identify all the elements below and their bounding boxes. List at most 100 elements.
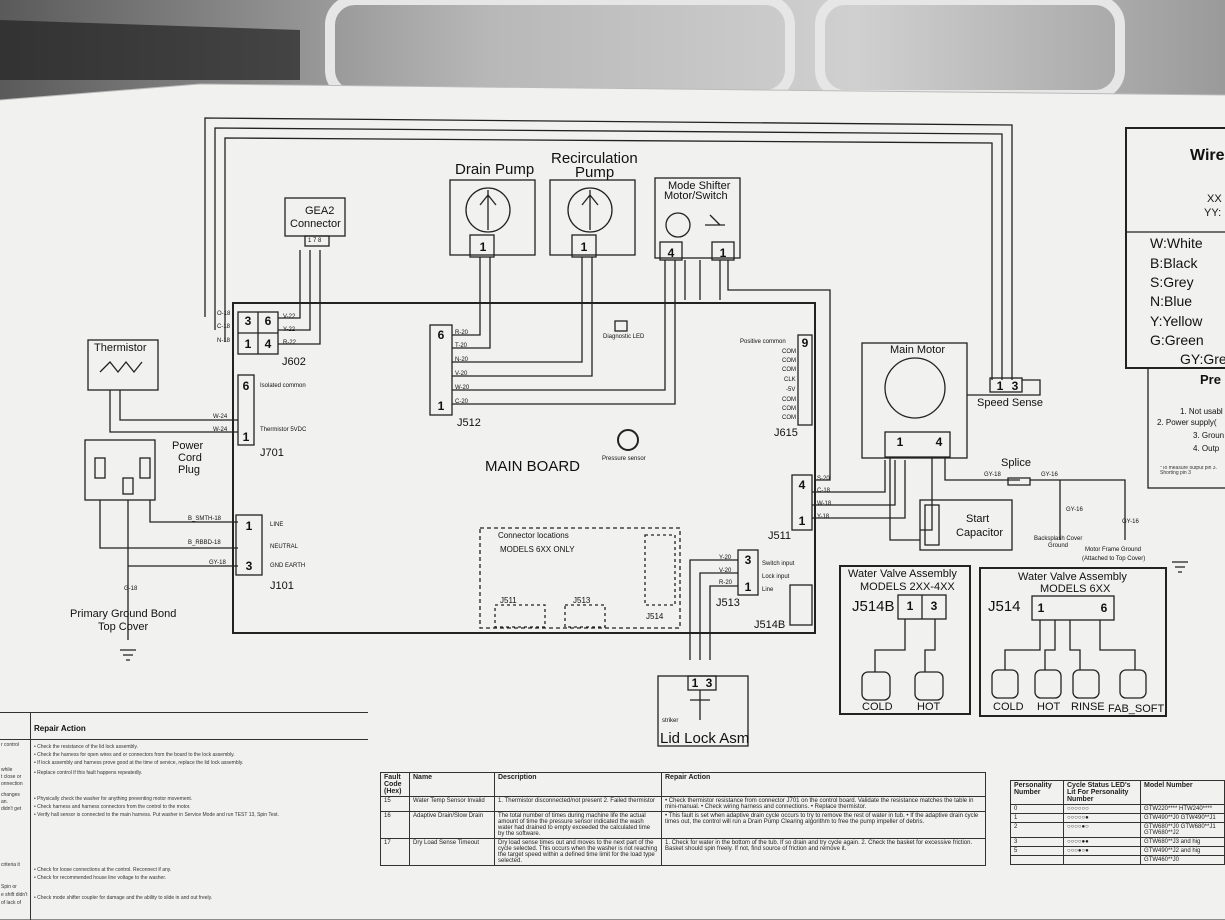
j101-label: J101 (270, 580, 294, 592)
left-side-4: onnection (1, 781, 23, 787)
paper-edge (0, 83, 1225, 101)
table-row: 16 Adaptive Drain/Slow Drain The total n… (380, 811, 986, 839)
pre-note-3: 3. Groun (1193, 431, 1225, 440)
j514b-pin-1: 1 (906, 599, 914, 613)
main-motor-label: Main Motor (890, 344, 946, 356)
j615-clk: CLK (784, 377, 796, 383)
wire-c18: C-18 (217, 324, 231, 330)
backsplash-label-1: Backsplash Cover (1034, 536, 1083, 542)
mode-shifter-label-1: Mode Shifter (668, 180, 731, 192)
power-cord-label-1: Power (172, 440, 204, 452)
lid-lock-pin-1: 1 (691, 676, 699, 690)
j701-isolated-common: Isolated common (260, 383, 306, 389)
j602-pin-4: 4 (264, 337, 272, 351)
fault-header-name: Name (409, 772, 495, 797)
j101-pin-3: 3 (245, 559, 253, 573)
fault-action: • Check thermistor resistance from conne… (661, 796, 986, 812)
wv6xx-cold: COLD (993, 701, 1024, 713)
fault-code: 15 (380, 796, 410, 812)
start-capacitor-box (919, 499, 1013, 551)
legend-xx: XX (1207, 193, 1222, 205)
pressure-sensor-symbol (617, 429, 639, 451)
personality-number: 3 (1010, 837, 1064, 847)
legend-blue: N:Blue (1150, 293, 1193, 309)
speed-sense-pin-3: 3 (1011, 379, 1019, 393)
pre-title: Pre (1200, 372, 1221, 387)
wv2xx-title-2: MODELS 2XX-4XX (860, 581, 955, 593)
wv6xx-rinse: RINSE (1071, 701, 1105, 713)
models-6xx-only-label: MODELS 6XX ONLY (500, 545, 575, 554)
j512-pin-1: 1 (437, 399, 445, 413)
fault-code: 17 (380, 838, 410, 866)
wire-gy18: GY-18 (209, 560, 226, 566)
metal-shadow (0, 20, 300, 80)
j512-connector (429, 324, 453, 416)
lid-lock-pin-3: 3 (705, 676, 713, 690)
table-row: 1○○○○○●GTW490**J0 GTW490**J1 (1010, 813, 1225, 823)
main-motor-pin-1: 1 (896, 435, 904, 449)
left-side-9: Spin or (1, 884, 17, 890)
j513-pin-3: 3 (744, 553, 752, 567)
wire-v22: V-22 (283, 314, 296, 320)
wire-s20: S-20 (817, 476, 830, 482)
wire-y22: Y-22 (283, 327, 296, 333)
personality-models: GTW220**** HTW240**** (1140, 804, 1225, 814)
j615-minus5v: -5V (786, 387, 796, 393)
personality-table: Personality Number Cycle Status LED's Li… (1010, 780, 1225, 865)
drain-pump-motor-symbol (465, 187, 511, 233)
wire-n20: N-20 (455, 357, 469, 363)
wire-gy18-splice: GY-18 (984, 472, 1001, 478)
legend-grey: S:Grey (1150, 274, 1194, 290)
left-side-7: didn't get (1, 806, 22, 812)
primary-ground-label-2: Top Cover (98, 621, 149, 633)
j615-connector (797, 334, 813, 426)
mode-shifter-pin-b: 1 (719, 246, 727, 260)
start-capacitor-label-1: Start (966, 513, 990, 525)
left-side-6: an. (1, 799, 8, 805)
j511-pin-1: 1 (798, 514, 806, 528)
wv6xx-title-1: Water Valve Assembly (1018, 571, 1127, 583)
j513-line: Line (762, 587, 774, 593)
lid-lock-label: Lid Lock Asm (660, 730, 750, 747)
hot-valve-coil-2xx (914, 671, 944, 701)
wire-w18: W-18 (817, 501, 832, 507)
left-side-2: while (1, 767, 13, 773)
fault-action: 1. Check for water in the bottom of the … (661, 838, 986, 866)
wire-g18: G-18 (124, 586, 138, 592)
recirc-pump-pin: 1 (580, 240, 588, 254)
left-side-3: t close or (1, 774, 22, 780)
main-board-outline (232, 302, 816, 634)
left-row-10: • Check mode shifter coupler for damage … (34, 895, 213, 901)
main-motor-box (861, 342, 968, 459)
j615-com-2: COM (782, 358, 796, 364)
j701-connector (237, 374, 255, 446)
power-cord-label-2: Cord (178, 452, 202, 464)
personality-leds (1063, 855, 1141, 865)
fault-description: 1. Thermistor disconnected/not present 2… (494, 796, 662, 812)
j101-connector (235, 514, 263, 576)
j701-thermistor-5vdc: Thermistor 5VDC (260, 427, 307, 433)
table-row: 15 Water Temp Sensor Invalid 1. Thermist… (380, 796, 986, 812)
personality-number (1010, 855, 1064, 865)
j602-pin-3: 3 (244, 314, 252, 328)
personality-leds: ○○○○●○ (1063, 822, 1141, 838)
personality-models: GTW490**J0 GTW490**J1 (1140, 813, 1225, 823)
j512-pin-6: 6 (437, 328, 445, 342)
cold-valve-coil-2xx (861, 671, 891, 701)
motor-frame-label-2: (Attached to Top Cover) (1082, 556, 1146, 562)
wire-n18: N-18 (217, 338, 231, 344)
recirc-pump-motor-symbol (567, 187, 613, 233)
pre-note-1: 1. Not usabl (1180, 407, 1223, 416)
wv2xx-hot: HOT (917, 701, 941, 713)
mode-shifter-motor-symbol (665, 212, 691, 238)
pre-note-2: 2. Power supply( (1157, 418, 1217, 427)
left-side-8: criteria it (1, 862, 20, 868)
inner-j511-label: J511 (500, 596, 517, 605)
wv2xx-connector: J514B (852, 598, 895, 615)
left-row-9: • Check for recommended house line volta… (34, 875, 167, 881)
recirc-pump-label-1: Recirculation (551, 150, 638, 167)
recirc-pump-box (549, 179, 636, 256)
personality-number: 2 (1010, 822, 1064, 838)
j511-label: J511 (768, 530, 792, 542)
